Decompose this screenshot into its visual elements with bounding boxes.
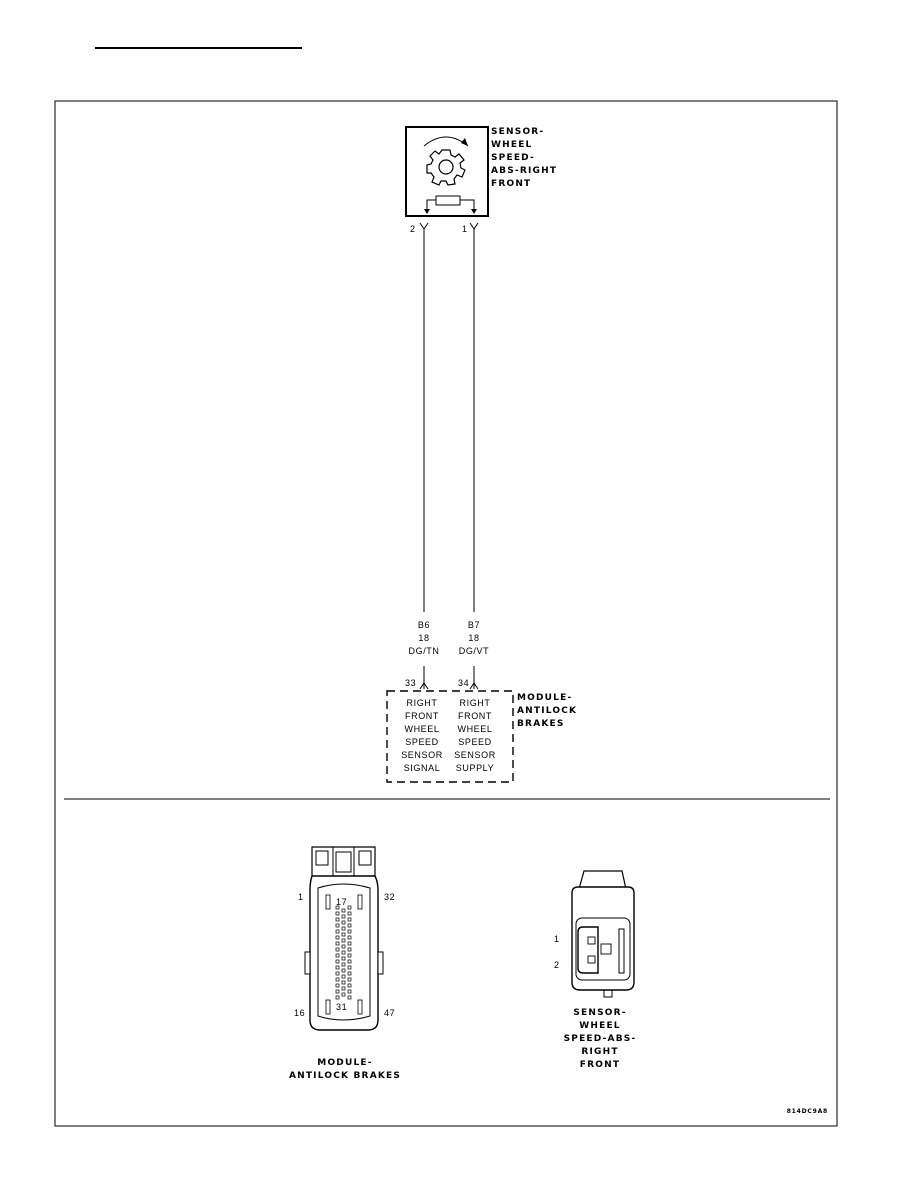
svg-text:18: 18 bbox=[468, 633, 479, 643]
module-connector-pin-16-label: 16 bbox=[294, 1008, 305, 1018]
svg-text:FRONT: FRONT bbox=[458, 711, 492, 721]
module-connector-pin-17-label: 17 bbox=[336, 897, 347, 907]
svg-text:DG/TN: DG/TN bbox=[409, 646, 440, 656]
wheel-speed-sensor bbox=[405, 126, 489, 217]
connector-chevron-icon bbox=[419, 222, 429, 230]
svg-text:FRONT: FRONT bbox=[580, 1060, 620, 1070]
svg-text:RIGHT: RIGHT bbox=[407, 698, 438, 708]
module-pin-33-function: RIGHT FRONT WHEEL SPEED SENSOR SIGNAL bbox=[401, 698, 443, 773]
abs-module-box bbox=[386, 690, 514, 783]
gear-icon bbox=[426, 149, 466, 186]
svg-text:SPEED-ABS-: SPEED-ABS- bbox=[564, 1034, 637, 1044]
module-connector-pin-32-label: 32 bbox=[384, 892, 395, 902]
svg-text:RIGHT: RIGHT bbox=[460, 698, 491, 708]
diagram-frame bbox=[54, 100, 838, 1127]
svg-text:SENSOR: SENSOR bbox=[401, 750, 443, 760]
svg-text:FRONT: FRONT bbox=[491, 179, 531, 189]
module-connector-pin-1-label: 1 bbox=[298, 892, 304, 902]
svg-text:18: 18 bbox=[418, 633, 429, 643]
abs-module-title: MODULE- ANTILOCK BRAKES bbox=[517, 693, 577, 729]
svg-text:B7: B7 bbox=[468, 620, 480, 630]
module-connector-pin-47-label: 47 bbox=[384, 1008, 395, 1018]
svg-text:RIGHT: RIGHT bbox=[581, 1047, 618, 1057]
module-pin-34-function: RIGHT FRONT WHEEL SPEED SENSOR SUPPLY bbox=[454, 698, 496, 773]
module-pin-33-label: 33 bbox=[405, 678, 416, 688]
sensor-resistor-icon bbox=[435, 195, 461, 206]
svg-text:ANTILOCK: ANTILOCK bbox=[517, 706, 577, 716]
svg-text:DG/VT: DG/VT bbox=[459, 646, 490, 656]
svg-text:MODULE-: MODULE- bbox=[517, 693, 572, 703]
wire-b6-label: B6 18 DG/TN bbox=[409, 620, 440, 656]
connector-pin-grid bbox=[335, 905, 352, 1000]
abs-module-connector-view bbox=[304, 846, 384, 1031]
connector-chevron-icon bbox=[469, 682, 479, 690]
svg-text:WHEEL: WHEEL bbox=[404, 724, 439, 734]
svg-text:SPEED-: SPEED- bbox=[491, 153, 535, 163]
sensor-connector-view bbox=[571, 870, 635, 998]
figure-id: 814DC9A8 bbox=[787, 1108, 828, 1115]
svg-text:SENSOR-: SENSOR- bbox=[573, 1008, 626, 1018]
svg-text:SIGNAL: SIGNAL bbox=[404, 763, 441, 773]
svg-text:WHEEL: WHEEL bbox=[491, 140, 533, 150]
svg-text:WHEEL: WHEEL bbox=[579, 1021, 621, 1031]
svg-text:WHEEL: WHEEL bbox=[457, 724, 492, 734]
connector-chevron-icon bbox=[419, 682, 429, 690]
svg-text:MODULE-: MODULE- bbox=[317, 1058, 372, 1068]
sensor-connector-caption: SENSOR- WHEEL SPEED-ABS- RIGHT FRONT bbox=[564, 1008, 637, 1070]
svg-text:SENSOR-: SENSOR- bbox=[491, 127, 544, 137]
svg-text:SPEED: SPEED bbox=[405, 737, 439, 747]
connector-chevron-icon bbox=[469, 222, 479, 230]
svg-text:SUPPLY: SUPPLY bbox=[456, 763, 494, 773]
svg-text:BRAKES: BRAKES bbox=[517, 719, 565, 729]
module-connector-caption: MODULE- ANTILOCK BRAKES bbox=[289, 1058, 401, 1081]
wire-b7-label: B7 18 DG/VT bbox=[459, 620, 490, 656]
sensor-pin-1-label: 1 bbox=[462, 224, 468, 234]
svg-text:FRONT: FRONT bbox=[405, 711, 439, 721]
svg-text:SPEED: SPEED bbox=[458, 737, 492, 747]
sensor-title: SENSOR- WHEEL SPEED- ABS-RIGHT FRONT bbox=[491, 127, 557, 189]
svg-text:SENSOR: SENSOR bbox=[454, 750, 496, 760]
sensor-pin-2-label: 2 bbox=[410, 224, 416, 234]
sensor-connector-pin-1-label: 1 bbox=[554, 934, 560, 944]
sensor-connector-pin-2-label: 2 bbox=[554, 960, 560, 970]
module-pin-34-label: 34 bbox=[458, 678, 469, 688]
svg-text:B6: B6 bbox=[418, 620, 430, 630]
svg-text:ANTILOCK BRAKES: ANTILOCK BRAKES bbox=[289, 1071, 401, 1081]
svg-text:ABS-RIGHT: ABS-RIGHT bbox=[491, 166, 557, 176]
module-connector-pin-31-label: 31 bbox=[336, 1002, 347, 1012]
